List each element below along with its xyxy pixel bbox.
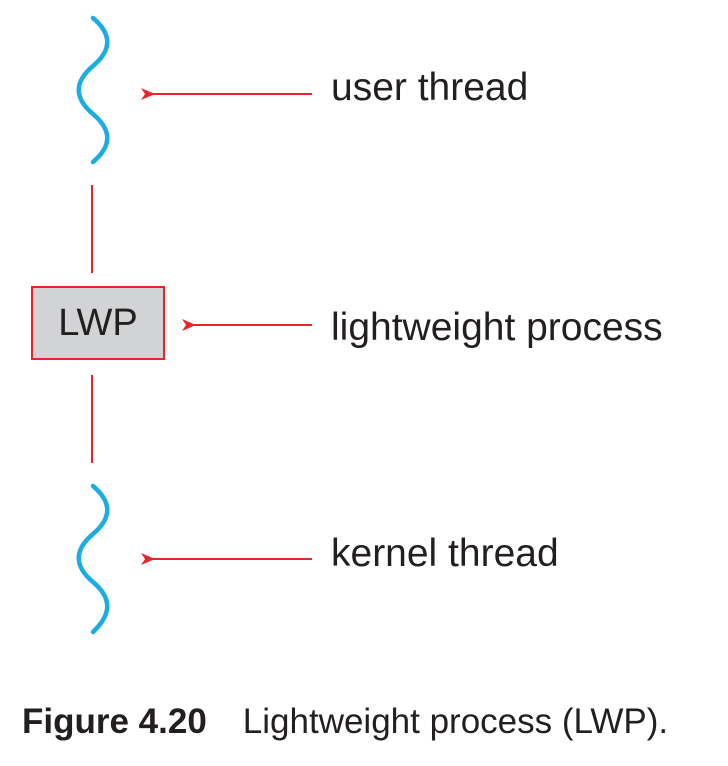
kernel-thread-wave-icon: [76, 483, 110, 635]
user-thread-wave-icon: [76, 15, 110, 165]
lightweight-process-label: lightweight process: [331, 306, 663, 349]
lwp-box: LWP: [31, 286, 165, 360]
figure-caption-text: Lightweight process (LWP).: [242, 702, 669, 741]
figure-number: Figure 4.20: [22, 702, 207, 741]
lwp-box-label: LWP: [58, 302, 138, 344]
figure-caption: Figure 4.20 Lightweight process (LWP).: [22, 704, 668, 739]
user-thread-label: user thread: [331, 66, 529, 109]
kernel-thread-label: kernel thread: [331, 532, 559, 575]
